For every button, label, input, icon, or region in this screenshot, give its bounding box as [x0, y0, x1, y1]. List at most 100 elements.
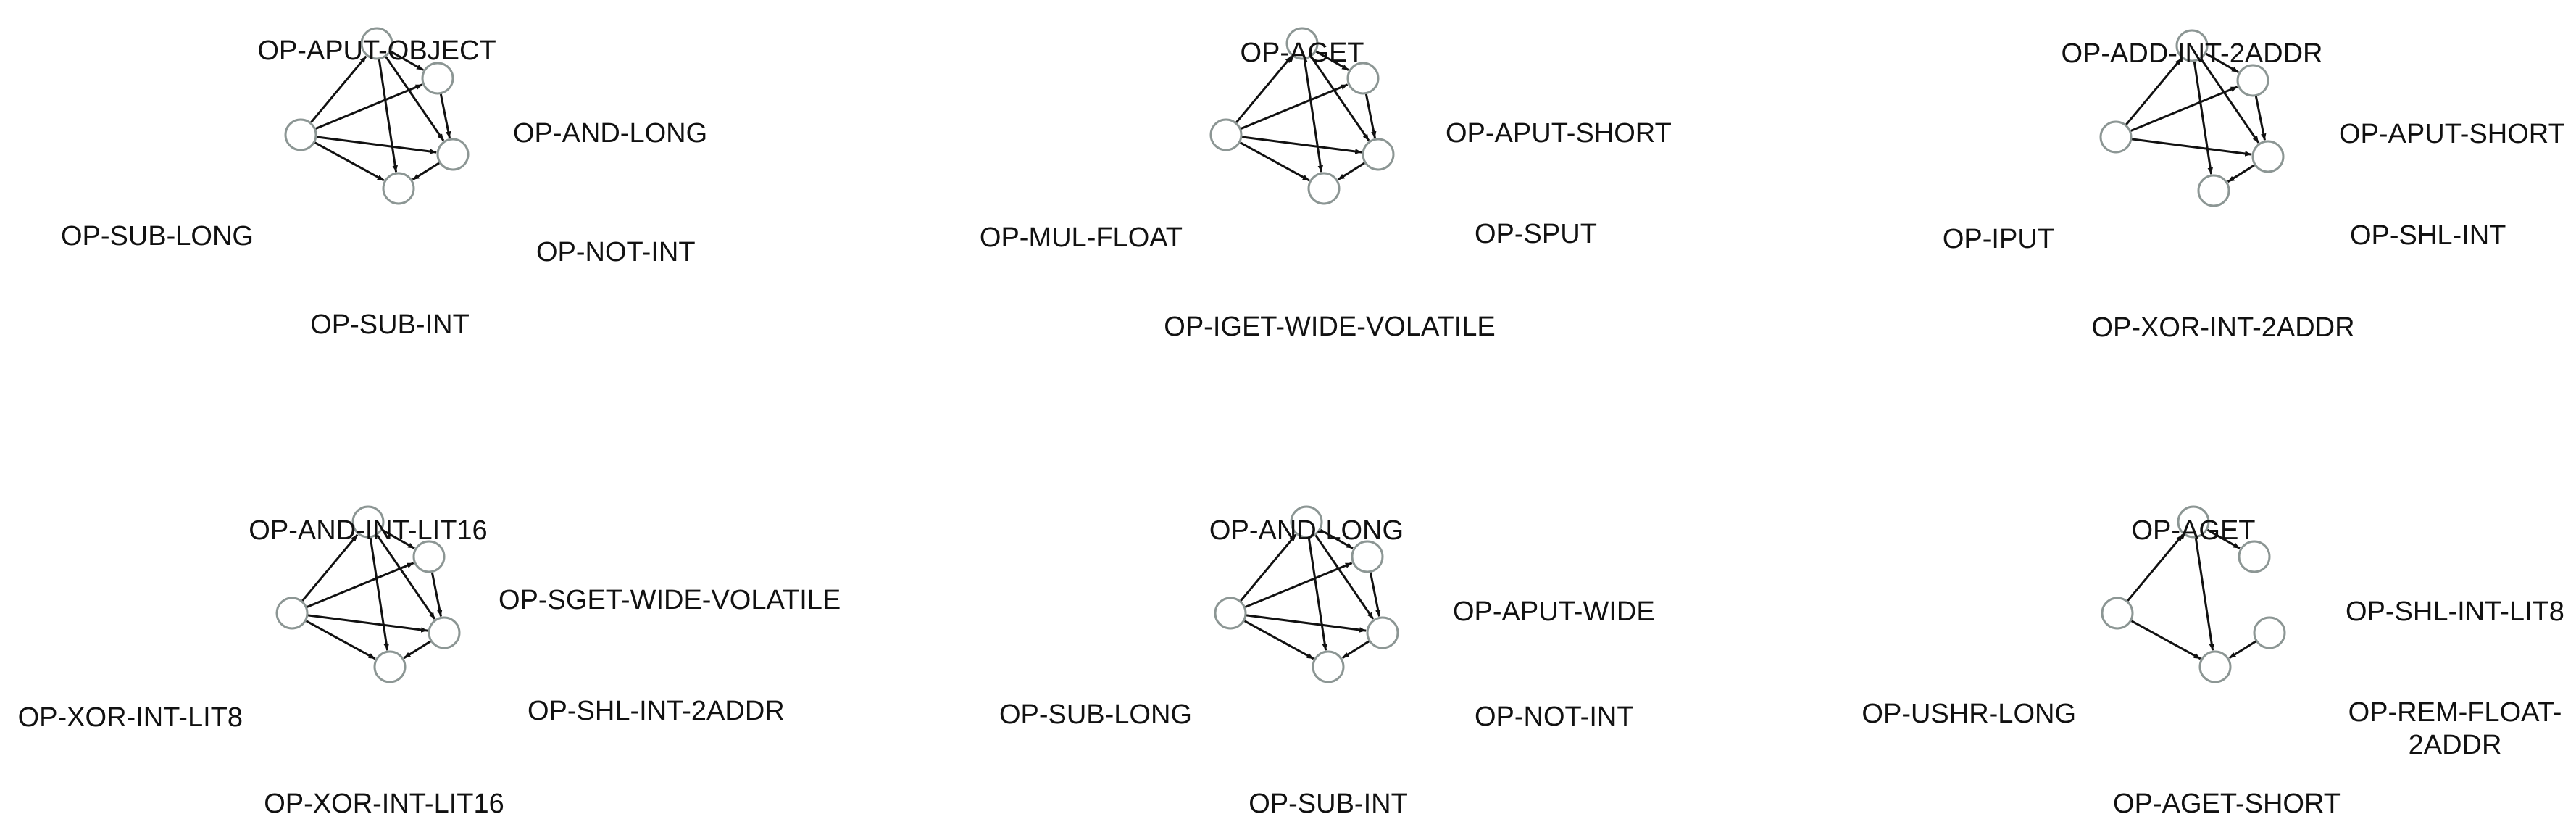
edge-arrow [380, 528, 415, 549]
edge-arrow [309, 55, 367, 124]
edge-arrow [1235, 55, 1293, 124]
edge-arrow [1314, 533, 1375, 620]
node-label: OP-SGET-WIDE-VOLATILE [499, 585, 841, 615]
edge-arrow [1369, 571, 1381, 617]
graph-node [1307, 172, 1341, 205]
graph-node [275, 597, 309, 630]
node-label: OP-IGET-WIDE-VOLATILE [1164, 312, 1495, 342]
node-label: OP-SHL-INT [2350, 220, 2506, 251]
graph-node [284, 118, 317, 151]
label-group: OP-APUT-OBJECT OP-AND-LONG OP-NOT-INT OP… [61, 36, 707, 340]
edge-arrow [439, 93, 451, 138]
graph-node [2238, 540, 2271, 573]
graph-node [351, 505, 385, 539]
label-group: OP-AND-INT-LIT16 OP-SGET-WIDE-VOLATILE O… [18, 515, 841, 819]
graph-node [2236, 64, 2269, 97]
edge-arrow [403, 639, 432, 660]
graph-node [2251, 140, 2285, 173]
edge-arrow [314, 83, 423, 130]
node-label: OP-SUB-LONG [999, 699, 1192, 730]
edge-arrow [2126, 533, 2184, 602]
edge-arrow [315, 136, 437, 154]
graph-node [1351, 540, 1384, 573]
edge-arrow [1245, 614, 1367, 633]
edge-group [301, 528, 443, 660]
edge-arrow [2206, 528, 2241, 549]
graph-node [1285, 27, 1319, 60]
graph-node [421, 62, 454, 95]
node-label: OP-NOT-INT [1475, 702, 1634, 732]
graph-panel-5: OP-AND-LONG OP-APUT-WIDE OP-NOT-INT OP-S… [999, 505, 1655, 819]
node-label: OP-AND-INT-LIT16 [249, 515, 487, 546]
graph-node [2197, 174, 2230, 207]
graph-node [1346, 62, 1380, 95]
node-label: OP-NOT-INT [536, 237, 696, 267]
node-label: OP-SUB-INT [1249, 789, 1408, 819]
edge-group [309, 50, 451, 182]
graph-panel-4: OP-AND-INT-LIT16 OP-SGET-WIDE-VOLATILE O… [18, 505, 841, 819]
node-label: OP-SPUT [1475, 219, 1597, 249]
node-label: OP-APUT-SHORT [1446, 118, 1672, 149]
edge-arrow [305, 562, 414, 609]
graph-node [436, 138, 470, 171]
graph-panel-1: OP-APUT-OBJECT OP-AND-LONG OP-NOT-INT OP… [61, 27, 707, 340]
edge-arrow [375, 533, 436, 620]
edge-arrow [2227, 163, 2256, 183]
label-group: OP-AGET OP-APUT-SHORT OP-SPUT OP-IGET-WI… [980, 38, 1672, 342]
node-label: OP-SHL-INT-LIT8 [2346, 597, 2564, 627]
label-group: OP-AND-LONG OP-APUT-WIDE OP-NOT-INT OP-S… [999, 515, 1655, 819]
node-group [2101, 505, 2286, 683]
edge-arrow [301, 533, 359, 602]
graph-node [360, 27, 393, 60]
edge-arrow [1243, 562, 1353, 609]
node-label: OP-AGET [1240, 38, 1364, 68]
edge-arrow [378, 58, 398, 173]
edge-arrow [304, 619, 376, 660]
graph-panel-2: OP-AGET OP-APUT-SHORT OP-SPUT OP-IGET-WI… [980, 27, 1672, 342]
label-group: OP-ADD-INT-2ADDR OP-APUT-SHORT OP-SHL-IN… [1943, 38, 2565, 343]
node-group [284, 27, 470, 205]
edge-arrow [307, 614, 428, 633]
edge-arrow [1307, 536, 1327, 651]
graph-node [2099, 120, 2133, 154]
edge-arrow [1239, 533, 1297, 602]
graph-node [1366, 616, 1399, 649]
graph-node [1290, 505, 1323, 539]
graph-panel-6: OP-AGET OP-SHL-INT-LIT8 OP-REM-FLOAT-2AD… [1862, 505, 2564, 819]
edge-arrow [412, 161, 441, 181]
edge-arrow [1309, 55, 1370, 141]
edge-arrow [1364, 93, 1377, 138]
node-label: OP-APUT-OBJECT [257, 36, 496, 66]
graph-node [2253, 616, 2286, 649]
node-label: OP-AGET-SHORT [2113, 789, 2341, 819]
node-label: OP-XOR-INT-LIT8 [18, 702, 243, 733]
edge-arrow [389, 50, 424, 71]
edge-arrow [2199, 57, 2260, 144]
graph-node [2175, 29, 2209, 62]
node-label: OP-IPUT [1943, 224, 2054, 254]
edge-arrow [1303, 58, 1323, 173]
edge-arrow [2130, 619, 2201, 660]
edge-arrow [1319, 528, 1354, 549]
node-label: OP-XOR-INT-LIT16 [264, 789, 504, 819]
graph-node [1312, 650, 1345, 683]
edge-arrow [1238, 141, 1310, 182]
node-group [275, 505, 461, 683]
graph-node [1362, 138, 1395, 171]
edge-group [1235, 50, 1377, 182]
node-label: OP-SUB-INT [310, 309, 470, 340]
node-label: OP-REM-FLOAT-2ADDR [2348, 697, 2562, 760]
graph-node [382, 172, 415, 205]
edge-arrow [313, 141, 385, 182]
edge-arrow [2130, 138, 2252, 157]
graph-node [2198, 650, 2232, 683]
edge-arrow [2204, 52, 2239, 73]
node-label: OP-APUT-WIDE [1453, 597, 1655, 627]
graph-node [2101, 597, 2134, 630]
node-label: OP-AND-LONG [1209, 515, 1404, 546]
graph-node [412, 540, 446, 573]
node-label: OP-AND-LONG [513, 118, 707, 149]
label-group: OP-AGET OP-SHL-INT-LIT8 OP-REM-FLOAT-2AD… [1862, 515, 2564, 819]
edge-group [2125, 52, 2267, 183]
